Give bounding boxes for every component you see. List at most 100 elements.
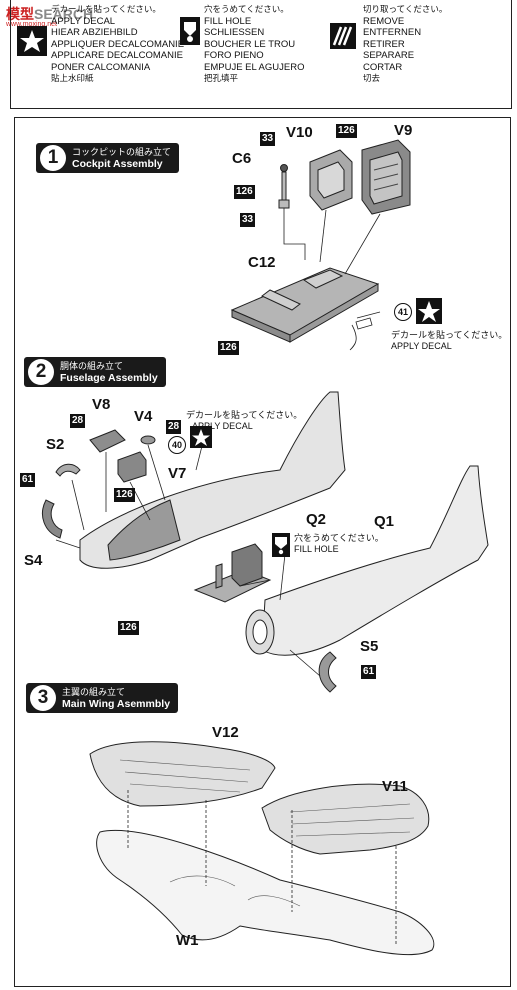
part-label-c12: C12 xyxy=(248,254,276,271)
decal-note-en: APPLY DECAL xyxy=(391,341,452,351)
step-title-jp: 主翼の組み立て xyxy=(62,687,126,697)
paint-ref-61: 61 xyxy=(20,473,36,487)
nose-cowl xyxy=(245,609,275,655)
paint-ref-33: 33 xyxy=(240,213,256,227)
legend-fill-line: BOUCHER LE TROU xyxy=(204,38,296,50)
legend-fill-line: FILL HOLE xyxy=(204,15,252,27)
step-title-en: Main Wing Asemmbly xyxy=(62,698,171,710)
cockpit-floor-c12 xyxy=(230,267,380,343)
part-v8 xyxy=(89,429,126,453)
legend-decal: デカールを貼ってください。 APPLY DECAL HIEAR ABZIEHBI… xyxy=(51,4,184,85)
decal-note: デカールを貼ってください。 APPLY DECAL xyxy=(186,410,302,432)
step-title-en: Fuselage Assembly xyxy=(60,372,158,384)
legend-remove-line: 切り取ってください。 xyxy=(363,4,448,14)
part-label-w1: W1 xyxy=(176,932,199,949)
paint-ref-28: 28 xyxy=(70,414,86,428)
part-label-q1: Q1 xyxy=(374,513,395,530)
legend-remove-line: ENTFERNEN xyxy=(363,27,422,38)
decal-note-jp: デカールを貼ってください。 xyxy=(391,330,508,340)
step1-leaders xyxy=(283,208,381,351)
paint-ref-61: 61 xyxy=(361,665,377,679)
fill-note-en: FILL HOLE xyxy=(294,544,339,554)
part-label-v8: V8 xyxy=(92,396,111,413)
cockpit-subassembly xyxy=(193,543,272,603)
part-label-v12: V12 xyxy=(212,724,239,741)
watermark-url: www.moxing.net xyxy=(6,21,57,28)
part-label-v4: V4 xyxy=(134,408,153,425)
part-label-v9: V9 xyxy=(394,122,413,139)
paint-ref-126: 126 xyxy=(218,341,239,355)
part-label-v11: V11 xyxy=(382,778,408,795)
part-label-s4: S4 xyxy=(24,552,43,569)
legend-remove-line: REMOVE xyxy=(363,15,405,27)
legend-decal-line: HIEAR ABZIEHBILD xyxy=(51,27,138,38)
part-label-c6: C6 xyxy=(232,150,252,167)
part-label-q2: Q2 xyxy=(306,511,327,528)
legend-fill-line: 把孔填平 xyxy=(204,73,239,83)
step-title-jp: 胴体の組み立て xyxy=(60,361,124,371)
part-label-s2: S2 xyxy=(46,436,65,453)
decal-ref-41: 41 xyxy=(394,303,412,321)
symbol-legend: デカールを貼ってください。 APPLY DECAL HIEAR ABZIEHBI… xyxy=(10,0,512,109)
step-number: 3 xyxy=(30,685,56,711)
step3-leaders xyxy=(127,790,397,946)
part-label-v10: V10 xyxy=(286,124,313,141)
part-v4 xyxy=(140,435,156,445)
wing-upper-v11 xyxy=(261,783,430,855)
paint-ref-126: 126 xyxy=(234,185,255,199)
paint-ref-126: 126 xyxy=(114,488,135,502)
part-label-s5: S5 xyxy=(360,638,379,655)
legend-decal-line: 貼上水印紙 xyxy=(51,73,94,83)
paint-ref-126: 126 xyxy=(336,124,357,138)
legend-decal-line: PONER CALCOMANIA xyxy=(51,61,151,73)
fill-hole-icon xyxy=(179,16,201,46)
legend-fill-line: 穴をうめてください。 xyxy=(204,4,289,14)
decal-star-icon-step2 xyxy=(190,426,212,448)
fuselage-q2 xyxy=(79,391,346,569)
legend-remove-line: CORTAR xyxy=(363,61,403,73)
fill-hole-icon-step2 xyxy=(272,533,290,557)
wing-upper-v12 xyxy=(89,741,276,807)
decal-note: デカールを貼ってください。 APPLY DECAL xyxy=(391,330,507,352)
legend-fill-line: EMPUJE EL AGUJERO xyxy=(204,61,305,73)
part-v7 xyxy=(117,451,147,483)
decal-star-icon-step1 xyxy=(416,298,442,324)
paint-ref-126: 126 xyxy=(118,621,139,635)
legend-remove-line: 切去 xyxy=(363,73,381,83)
watermark-logo: 模型SEARCH xyxy=(6,6,94,22)
remove-cut-icon xyxy=(329,22,357,50)
control-stick-c6 xyxy=(278,164,290,209)
wing-lower-w1 xyxy=(96,830,435,956)
part-label-v7: V7 xyxy=(168,465,187,482)
fuselage-q1 xyxy=(261,465,489,656)
decal-star-icon xyxy=(17,26,47,56)
instructions-frame xyxy=(14,117,511,987)
legend-decal-line: デカールを貼ってください。 xyxy=(51,4,161,14)
step-number: 2 xyxy=(28,359,54,385)
part-s4 xyxy=(42,499,63,539)
paint-ref-33: 33 xyxy=(260,132,276,146)
legend-decal-line: APPLICARE DECALCOMANIE xyxy=(51,50,183,61)
decal-ref-40: 40 xyxy=(168,436,186,454)
step-title-jp: コックピットの組み立て xyxy=(72,147,172,157)
legend-decal-line: APPLIQUER DECALCOMANIE xyxy=(51,38,185,50)
fill-hole-note: 穴をうめてください。 FILL HOLE xyxy=(294,533,384,555)
fill-note-jp: 穴をうめてください。 xyxy=(294,533,384,543)
part-s5 xyxy=(318,651,337,693)
bulkhead-v9 xyxy=(361,139,411,215)
seat-v10 xyxy=(309,149,353,211)
legend-decal-line: APPLY DECAL xyxy=(51,15,116,27)
legend-fill-hole: 穴をうめてください。 FILL HOLE SCHLIESSEN BOUCHER … xyxy=(204,4,304,85)
legend-remove: 切り取ってください。 REMOVE ENTFERNEN RETIRER SEPA… xyxy=(363,4,447,85)
legend-remove-line: RETIRER xyxy=(363,38,405,50)
legend-fill-line: SCHLIESSEN xyxy=(204,27,265,38)
legend-remove-line: SEPARARE xyxy=(363,50,415,61)
step-number: 1 xyxy=(40,145,66,171)
step-title-en: Cockpit Assembly xyxy=(72,158,163,170)
legend-fill-line: FORO PIENO xyxy=(204,50,264,61)
decal-note-jp: デカールを貼ってください。 xyxy=(186,410,303,420)
